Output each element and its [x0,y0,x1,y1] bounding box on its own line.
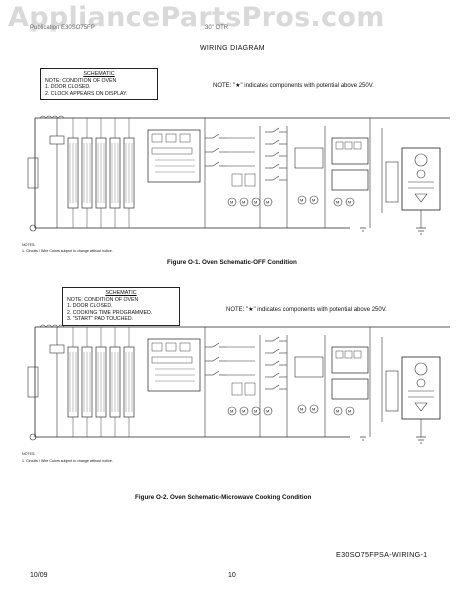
footnote-2: 1. Circuits / Wire Colors subject to cha… [22,459,113,463]
condition-box-title: SCHEMATIC [83,71,115,77]
condition-box-title: SCHEMATIC [105,290,137,296]
high-voltage-note-1: NOTE: "★" indicates components with pote… [213,83,374,89]
condition-line: 1. DOOR CLOSED. [45,84,91,91]
watermark: AppliancePartsPros.com [8,2,385,33]
footnote-title-2: NOTES: [22,452,36,456]
high-voltage-note-2: NOTE: "★" indicates components with pote… [226,307,387,313]
page-number: 10 [228,572,236,579]
diagram-reference: E30SO75FPSA-WIRING-1 [336,550,428,559]
figure-caption-1: Figure O-1. Oven Schematic-OFF Condition [167,259,297,266]
footnote-1: 1. Circuits / Wire Colors subject to cha… [22,249,113,253]
condition-line: NOTE: CONDITION OF OVEN [45,77,117,84]
schematic-off-condition [28,116,450,234]
footnote-title-1: NOTES: [22,243,36,247]
publication-header: Publication E30SO75FP [30,25,95,31]
condition-line: 2. CLOCK APPEARS ON DISPLAY. [45,90,128,97]
schematic-microwave-cooking [28,325,450,443]
condition-line: NOTE: CONDITION OF OVEN [67,296,139,303]
footer-date: 10/09 [30,572,48,579]
condition-line: 3. "START" PAD TOUCHED. [67,316,134,323]
model-header: 30" OTR [205,25,229,31]
schematic-condition-box-2: SCHEMATIC NOTE: CONDITION OF OVEN 1. DOO… [62,287,180,326]
condition-line: 1. DOOR CLOSED. [67,303,113,310]
condition-line: 2. COOKING TIME PROGRAMMED. [67,309,153,316]
schematic-condition-box-1: SCHEMATIC NOTE: CONDITION OF OVEN 1. DOO… [40,68,158,101]
page-title: WIRING DIAGRAM [200,45,265,52]
figure-caption-2: Figure O-2. Oven Schematic-Microwave Coo… [135,494,312,501]
